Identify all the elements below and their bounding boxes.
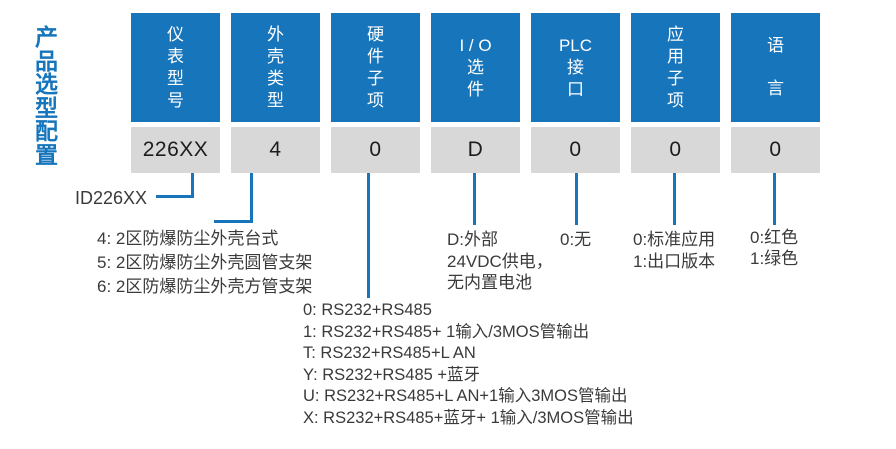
header-enclosure-type: 外壳类型 bbox=[231, 13, 320, 122]
header-char: 类 bbox=[267, 68, 284, 88]
header-char: 选 bbox=[467, 57, 484, 77]
connector-line-application-subitem bbox=[673, 173, 676, 225]
note-line: 0: RS232+RS485 bbox=[303, 301, 432, 319]
title-char: 配 bbox=[35, 118, 58, 144]
title-char: 型 bbox=[35, 94, 58, 121]
connector-line-hardware-subitem bbox=[367, 173, 370, 298]
value-application-subitem: 0 bbox=[631, 127, 720, 173]
note-line: Y: RS232+RS485 +蓝牙 bbox=[303, 365, 481, 384]
note-io-option: D:外部 24VDC供电， 无内置电池 bbox=[447, 229, 553, 294]
header-char: 应 bbox=[667, 24, 684, 44]
header-char: 用 bbox=[667, 46, 684, 66]
connector-line-enclosure-type bbox=[250, 173, 253, 223]
column-language: 语言 0 bbox=[731, 13, 820, 173]
header-hardware-subitem: 硬件子项 bbox=[331, 13, 420, 122]
note-line: 无内置电池 bbox=[447, 273, 532, 292]
value-enclosure-type: 4 bbox=[231, 127, 320, 173]
note-line: 1:出口版本 bbox=[633, 251, 716, 271]
header-application-subitem: 应用子项 bbox=[631, 13, 720, 122]
note-line: 1:绿色 bbox=[750, 249, 799, 268]
column-application-subitem: 应用子项 0 bbox=[631, 13, 720, 173]
note-line: 6: 2区防爆防尘外壳方管支架 bbox=[97, 277, 313, 296]
note-line: 0:无 bbox=[560, 230, 592, 249]
page-title: 产品选型配置 bbox=[33, 24, 60, 168]
header-char: 件 bbox=[467, 79, 484, 99]
header-char: 型 bbox=[167, 68, 184, 88]
connector-line-language bbox=[773, 173, 776, 225]
column-instrument-model: 仪表型号 226XX bbox=[131, 13, 220, 173]
title-char: 置 bbox=[35, 141, 58, 168]
header-language: 语言 bbox=[731, 13, 820, 122]
header-char: 型 bbox=[267, 90, 284, 110]
header-char: 项 bbox=[367, 90, 384, 110]
note-line: 24VDC供电， bbox=[447, 251, 553, 271]
column-hardware-subitem: 硬件子项 0 bbox=[331, 13, 420, 173]
column-enclosure-type: 外壳类型 4 bbox=[231, 13, 320, 173]
note-line: 4: 2区防爆防尘外壳台式 bbox=[97, 229, 279, 248]
note-line: X: RS232+RS485+蓝牙+ 1输入/3MOS管输出 bbox=[303, 408, 634, 427]
title-char: 品 bbox=[35, 47, 58, 74]
header-char: 口 bbox=[567, 79, 584, 99]
header-char: 硬 bbox=[367, 24, 384, 44]
header-char: 仪 bbox=[167, 24, 184, 44]
header-char: 子 bbox=[367, 68, 384, 88]
header-char: 语 bbox=[767, 36, 784, 56]
header-char: 件 bbox=[367, 46, 384, 66]
header-char: 接 bbox=[567, 57, 584, 77]
note-line: 0:红色 bbox=[750, 228, 799, 247]
value-language: 0 bbox=[731, 127, 820, 173]
header-char: 表 bbox=[167, 46, 184, 66]
note-plc-interface: 0:无 bbox=[560, 229, 591, 251]
note-line: D:外部 bbox=[447, 230, 498, 249]
header-instrument-model: 仪表型号 bbox=[131, 13, 220, 122]
header-char: 项 bbox=[667, 90, 684, 110]
note-instrument-model: ID226XX bbox=[75, 188, 147, 210]
connector-line-io-option bbox=[473, 173, 476, 225]
note-line: 1: RS232+RS485+ 1输入/3MOS管输出 bbox=[303, 322, 590, 341]
note-language: 0:红色 1:绿色 bbox=[750, 227, 798, 269]
note-line: 0:标准应用 bbox=[633, 230, 716, 249]
note-hardware-subitem: 0: RS232+RS485 1: RS232+RS485+ 1输入/3MOS管输… bbox=[303, 300, 634, 429]
note-enclosure-type: 4: 2区防爆防尘外壳台式 5: 2区防爆防尘外壳圆管支架 6: 2区防爆防尘外壳方… bbox=[97, 227, 312, 299]
note-line: U: RS232+RS485+L AN+1输入3MOS管输出 bbox=[303, 387, 628, 405]
header-char: 子 bbox=[667, 68, 684, 88]
title-char: 产 bbox=[35, 24, 58, 50]
note-application-subitem: 0:标准应用 1:出口版本 bbox=[633, 229, 715, 272]
connector-line-plc-interface bbox=[575, 173, 578, 225]
note-line: 5: 2区防爆防尘外壳圆管支架 bbox=[97, 253, 313, 272]
header-char: PLC bbox=[558, 35, 593, 55]
header-char: I / O bbox=[459, 35, 492, 55]
title-char: 选 bbox=[35, 71, 58, 97]
note-line: T: RS232+RS485+L AN bbox=[303, 344, 476, 362]
connector-line-instrument-model-elbow bbox=[156, 195, 194, 198]
header-char: 壳 bbox=[267, 46, 284, 66]
value-hardware-subitem: 0 bbox=[331, 127, 420, 173]
note-line: ID226XX bbox=[75, 188, 148, 208]
value-instrument-model: 226XX bbox=[131, 127, 220, 173]
connector-line-enclosure-type-elbow bbox=[214, 220, 253, 223]
value-io-option: D bbox=[431, 127, 520, 173]
value-plc-interface: 0 bbox=[531, 127, 620, 173]
header-char: 言 bbox=[767, 78, 784, 98]
connector-line-instrument-model bbox=[191, 173, 194, 198]
header-char: 号 bbox=[167, 90, 184, 110]
header-char: 外 bbox=[267, 24, 284, 44]
